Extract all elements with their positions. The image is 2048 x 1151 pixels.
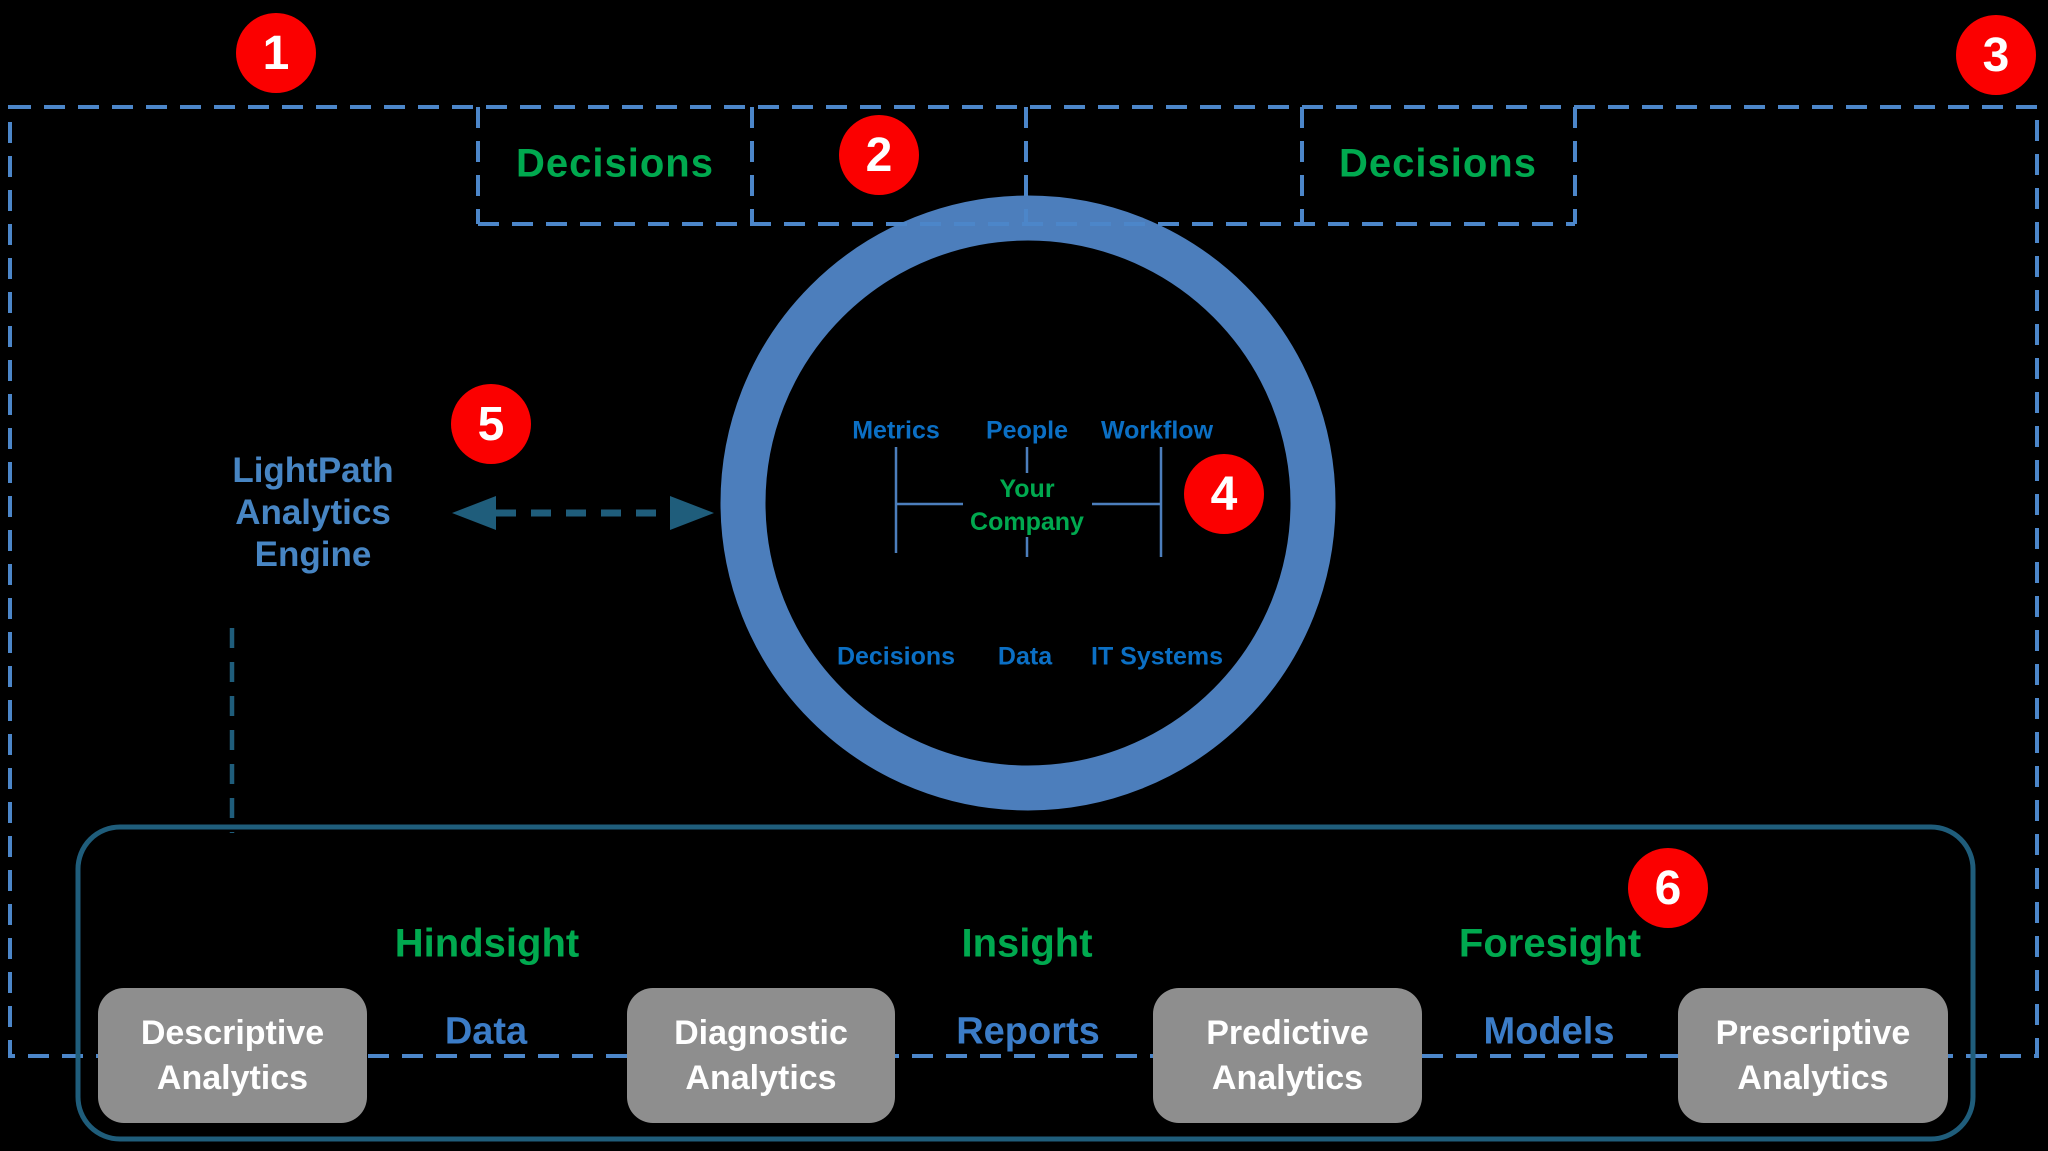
hindsight-label: Hindsight <box>394 921 580 966</box>
marker-5-badge: 5 <box>451 384 531 464</box>
descriptive-analytics-box: Descriptive Analytics <box>98 988 367 1123</box>
reports-artifact-label: Reports <box>956 1010 1100 1053</box>
outer-dashed-boundary <box>8 105 2039 1058</box>
diagnostic-analytics-box: Diagnostic Analytics <box>627 988 895 1123</box>
company-connector-lines <box>894 447 1163 557</box>
insight-label: Insight <box>961 921 1093 966</box>
people-label: People <box>986 416 1068 445</box>
data-inner-label: Data <box>997 642 1053 671</box>
workflow-label: Workflow <box>1100 416 1214 445</box>
decisions-label-left: Decisions <box>516 141 714 186</box>
marker-4-badge: 4 <box>1184 454 1264 534</box>
foresight-label: Foresight <box>1458 921 1642 966</box>
engine-ring-arrow-icon <box>452 496 714 530</box>
it-systems-label: IT Systems <box>1090 642 1224 671</box>
analytics-band-border <box>75 824 1976 1142</box>
data-artifact-label: Data <box>444 1010 528 1053</box>
marker-6-badge: 6 <box>1628 848 1708 928</box>
your-company-label: Your Company <box>970 475 1084 536</box>
prescriptive-analytics-box: Prescriptive Analytics <box>1678 988 1948 1123</box>
lightpath-analytics-engine-label: LightPath Analytics Engine <box>232 451 394 574</box>
models-artifact-label: Models <box>1483 1010 1615 1053</box>
metrics-label: Metrics <box>852 416 940 445</box>
decisions-label-right: Decisions <box>1339 141 1537 186</box>
marker-2-badge: 2 <box>839 115 919 195</box>
marker-3-badge: 3 <box>1956 15 2036 95</box>
predictive-analytics-box: Predictive Analytics <box>1153 988 1422 1123</box>
decisions-inner-label: Decisions <box>836 642 956 671</box>
marker-1-badge: 1 <box>236 13 316 93</box>
